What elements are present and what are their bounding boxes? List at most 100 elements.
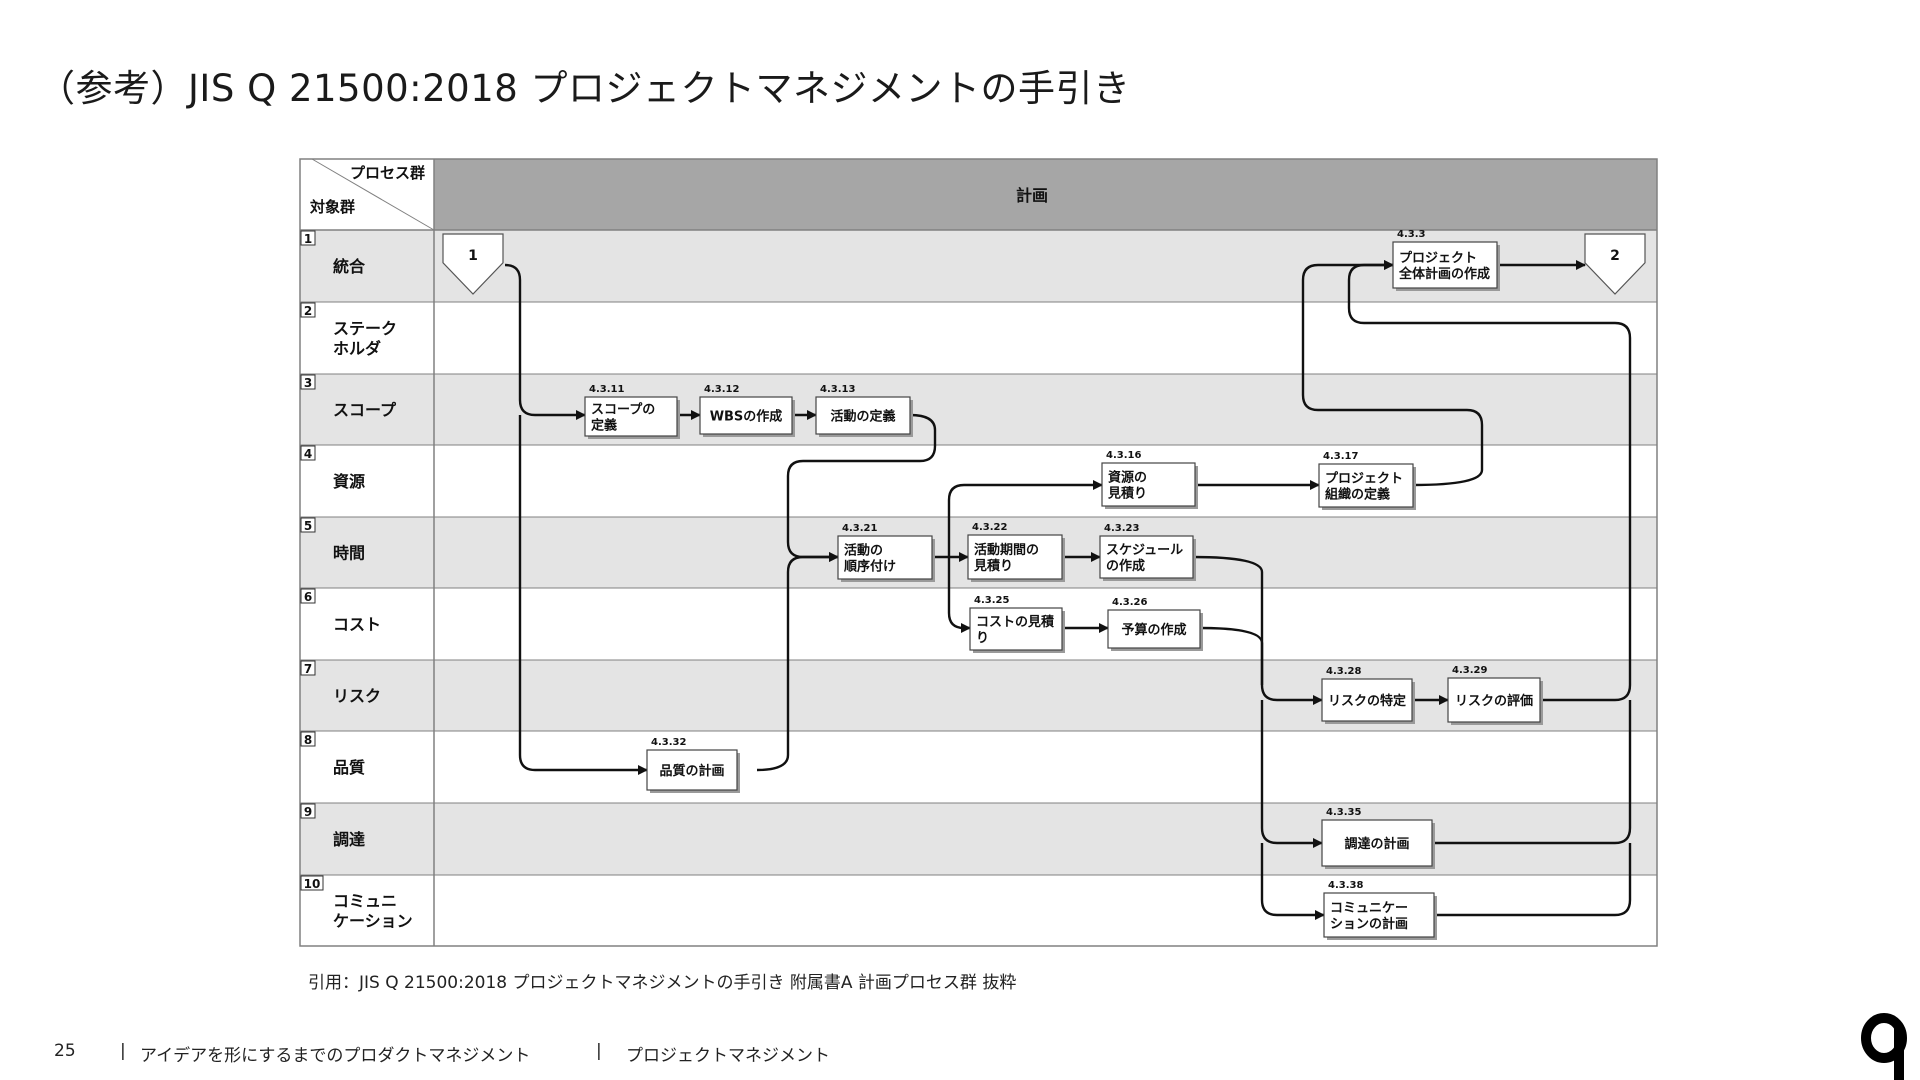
process-label: ションの計画 bbox=[1330, 916, 1408, 932]
row-label: コスト bbox=[333, 615, 381, 634]
row-label: スコープ bbox=[333, 401, 397, 420]
process-label: リスクの評価 bbox=[1455, 693, 1533, 709]
process-box: 4.3.29 リスクの評価 bbox=[1447, 665, 1543, 725]
process-id: 4.3.22 bbox=[972, 522, 1007, 533]
process-id: 4.3.21 bbox=[842, 523, 877, 534]
process-label: WBSの作成 bbox=[710, 409, 783, 425]
edge-budget-to-risk bbox=[1199, 626, 1264, 685]
row-label: ケーション bbox=[333, 912, 413, 931]
process-label: 予算の作成 bbox=[1121, 622, 1186, 638]
process-id: 4.3.35 bbox=[1326, 807, 1361, 818]
process-rect bbox=[815, 396, 911, 435]
process-rect bbox=[1392, 241, 1498, 289]
row-label: 品質 bbox=[333, 758, 365, 777]
row-label: ステーク bbox=[333, 319, 397, 338]
process-rect bbox=[1321, 819, 1433, 867]
process-label: 全体計画の作成 bbox=[1398, 266, 1490, 282]
process-id: 4.3.13 bbox=[820, 384, 855, 395]
connector-end bbox=[1584, 233, 1646, 295]
process-label: スコープの bbox=[591, 403, 655, 418]
process-label: り bbox=[976, 631, 989, 646]
corner-label-process-group: プロセス群 bbox=[350, 164, 425, 182]
row-number-box bbox=[300, 731, 316, 747]
process-id: 4.3.16 bbox=[1106, 450, 1141, 461]
footer-breadcrumb-course: アイデアを形にするまでのプロダクトマネジメント bbox=[140, 1046, 531, 1066]
corner-label-subject-group: 対象群 bbox=[309, 198, 355, 216]
row-number: 5 bbox=[304, 519, 312, 533]
process-label: プロジェクト bbox=[1399, 251, 1477, 266]
row-number-box bbox=[300, 230, 316, 246]
process-rect bbox=[1321, 678, 1413, 722]
process-id: 4.3.32 bbox=[651, 737, 686, 748]
row-number: 3 bbox=[304, 376, 312, 390]
process-label: 見積り bbox=[1107, 486, 1147, 502]
process-label: プロジェクト bbox=[1325, 472, 1403, 487]
row-band bbox=[300, 731, 1657, 803]
table-grid bbox=[299, 158, 1658, 947]
row-band bbox=[300, 875, 1657, 946]
process-rect bbox=[967, 534, 1063, 580]
row-label: ホルダ bbox=[333, 339, 381, 358]
process-label: 順序付け bbox=[844, 559, 896, 575]
page-number: 25 bbox=[54, 1041, 76, 1061]
row-label: リスク bbox=[333, 687, 381, 706]
process-box: 4.3.26 予算の作成 bbox=[1107, 597, 1203, 651]
edge-procurement-to-plan bbox=[1432, 700, 1632, 845]
row-number: 4 bbox=[304, 447, 312, 461]
row-label: コミュニ bbox=[333, 892, 397, 911]
row-number: 9 bbox=[304, 805, 312, 819]
process-id: 4.3.23 bbox=[1104, 523, 1139, 534]
process-label: スケジュール bbox=[1106, 543, 1183, 558]
connector-label: 2 bbox=[1610, 248, 1620, 264]
edge-risk-to-plan bbox=[1347, 260, 1632, 702]
process-id: 4.3.17 bbox=[1323, 451, 1358, 462]
figure-caption: 引用：JIS Q 21500:2018 プロジェクトマネジメントの手引き 附属書… bbox=[308, 973, 1017, 993]
row-label: 調達 bbox=[333, 830, 365, 849]
row-band bbox=[300, 302, 1657, 374]
table-border bbox=[299, 158, 1658, 947]
phase-header-cell bbox=[434, 159, 1657, 230]
process-label: 見積り bbox=[973, 558, 1013, 574]
process-label: 資源の bbox=[1108, 470, 1147, 486]
connector-label: 1 bbox=[468, 248, 478, 264]
edge-to-communication bbox=[1260, 843, 1325, 920]
edge-communication-to-plan bbox=[1434, 843, 1632, 917]
process-rect bbox=[1099, 535, 1194, 579]
row-number-box bbox=[300, 588, 316, 604]
edge-activities-to-sequence bbox=[786, 413, 937, 562]
row-number-box bbox=[300, 302, 316, 318]
process-rect bbox=[1318, 463, 1414, 508]
process-label: コストの見積 bbox=[976, 614, 1055, 630]
row-number-box bbox=[300, 660, 316, 676]
corner-diagonal bbox=[311, 158, 435, 231]
process-rect bbox=[699, 396, 793, 435]
footer-separator: | bbox=[120, 1041, 126, 1061]
edge-start-to-scope bbox=[504, 263, 586, 420]
process-id: 4.3.29 bbox=[1452, 665, 1487, 676]
process-label: 活動期間の bbox=[974, 542, 1039, 558]
row-labels: プロセス群対象群計画1統合2ステークホルダ3スコープ4資源5時間6コスト7リスク… bbox=[300, 164, 1048, 931]
row-number: 10 bbox=[304, 877, 321, 891]
row-number-box bbox=[300, 374, 316, 390]
phase-header-label: 計画 bbox=[1016, 186, 1048, 205]
process-rect bbox=[584, 396, 678, 437]
process-label: 組織の定義 bbox=[1325, 487, 1390, 503]
row-number-box bbox=[300, 803, 316, 819]
row-band bbox=[300, 660, 1657, 731]
connector-start bbox=[442, 233, 504, 295]
row-number-box bbox=[300, 875, 324, 891]
process-label: 定義 bbox=[590, 418, 617, 434]
process-id: 4.3.26 bbox=[1112, 597, 1147, 608]
edge-start-to-quality bbox=[518, 415, 648, 775]
process-rect bbox=[837, 535, 933, 580]
